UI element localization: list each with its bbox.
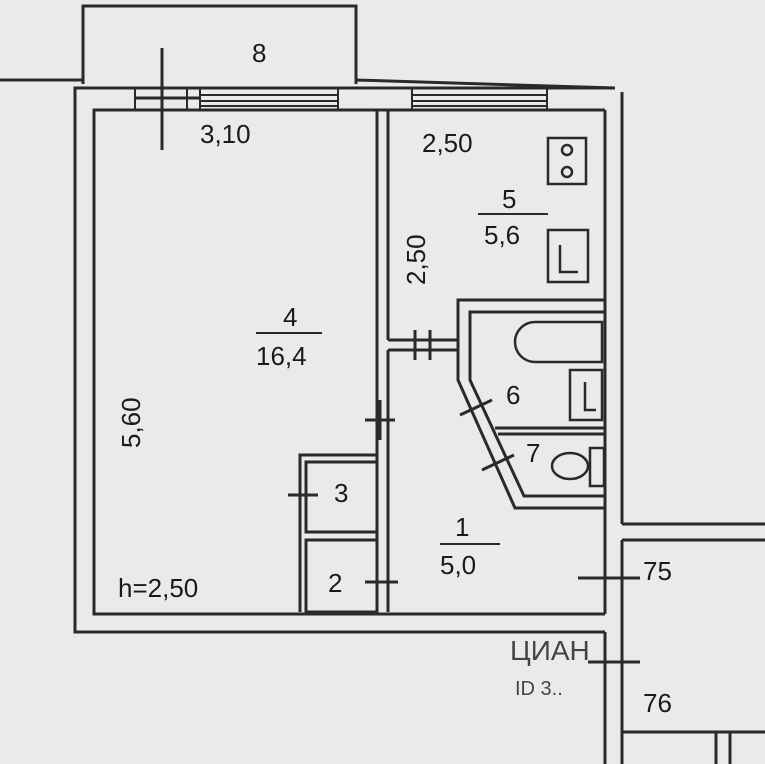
room2-number: 2: [328, 568, 342, 598]
watermark: ЦИАН ID 3..: [510, 635, 590, 700]
ceiling-height: h=2,50: [118, 573, 198, 603]
neighbor-number-75: 75: [643, 556, 672, 586]
neighbor-number-76: 76: [643, 688, 672, 718]
toilet-icon: [588, 446, 606, 488]
room4-number: 4: [283, 302, 297, 332]
room5-height-dimension: 2,50: [401, 234, 431, 285]
windows: [134, 48, 548, 150]
room5-number: 5: [502, 184, 516, 214]
balcony: [81, 4, 358, 84]
fixtures: [513, 136, 606, 488]
stove-icon: [546, 136, 588, 186]
room4-height-dimension: 5,60: [116, 397, 146, 448]
room5-area: 5,6: [484, 220, 520, 250]
room1-number: 1: [455, 512, 469, 542]
sink-icon: [546, 228, 590, 284]
bathtub-icon: [513, 320, 604, 364]
room1-area: 5,0: [440, 550, 476, 580]
interior-walls: [298, 110, 765, 764]
room5-width-dimension: 2,50: [422, 128, 473, 158]
room4-area: 16,4: [256, 341, 307, 371]
room3-number: 3: [334, 478, 348, 508]
room4-width-dimension: 3,10: [200, 119, 251, 149]
room7-number: 7: [526, 438, 540, 468]
watermark-sub: ID 3..: [515, 678, 563, 700]
washbasin-icon: [568, 368, 604, 422]
watermark-text: ЦИАН: [510, 635, 590, 666]
balcony-number: 8: [252, 38, 266, 68]
door-marks: [288, 330, 640, 664]
room6-number: 6: [506, 380, 520, 410]
